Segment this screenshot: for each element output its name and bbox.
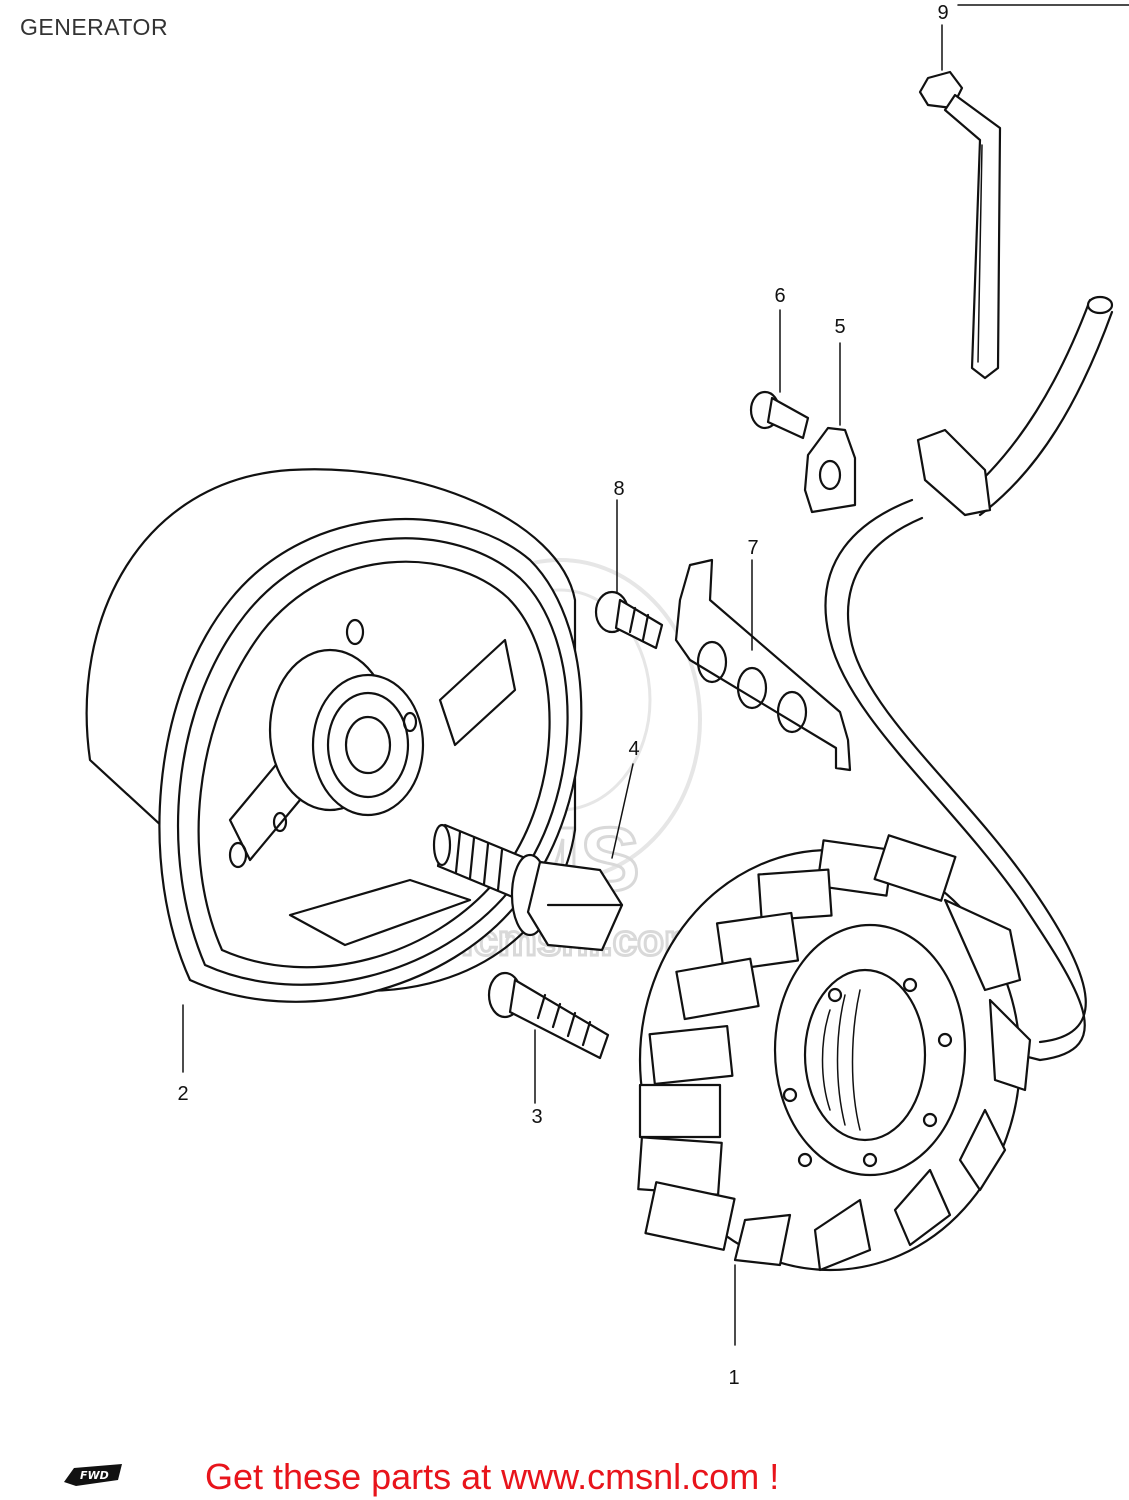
plate-7-part bbox=[674, 558, 852, 772]
page-title: GENERATOR bbox=[20, 14, 169, 40]
fwd-arrow-icon: FWD bbox=[64, 1464, 122, 1486]
promo-link[interactable]: Get these parts at www.cmsnl.com ! bbox=[205, 1456, 780, 1497]
callout-3: 3 bbox=[531, 1106, 542, 1128]
fwd-label: FWD bbox=[80, 1469, 109, 1482]
callout-5: 5 bbox=[834, 316, 845, 338]
screw-3-part bbox=[487, 971, 610, 1104]
wire-harness bbox=[824, 295, 1114, 1062]
callout-8: 8 bbox=[613, 478, 624, 500]
rotor-bolt-part bbox=[432, 763, 634, 952]
callout-4: 4 bbox=[628, 738, 639, 760]
callout-1: 1 bbox=[728, 1367, 739, 1389]
cable-tie-9-part bbox=[918, 4, 1129, 380]
stator-coils bbox=[637, 834, 1032, 1272]
bolt-8-part bbox=[594, 499, 664, 650]
clamp-5-part bbox=[803, 342, 857, 514]
stator-part bbox=[637, 834, 1032, 1346]
callout-2: 2 bbox=[177, 1083, 188, 1105]
callout-7: 7 bbox=[747, 537, 758, 559]
leader-4 bbox=[611, 763, 634, 859]
callout-9: 9 bbox=[937, 2, 948, 24]
callout-6: 6 bbox=[774, 285, 785, 307]
screw-6-part bbox=[749, 309, 810, 440]
